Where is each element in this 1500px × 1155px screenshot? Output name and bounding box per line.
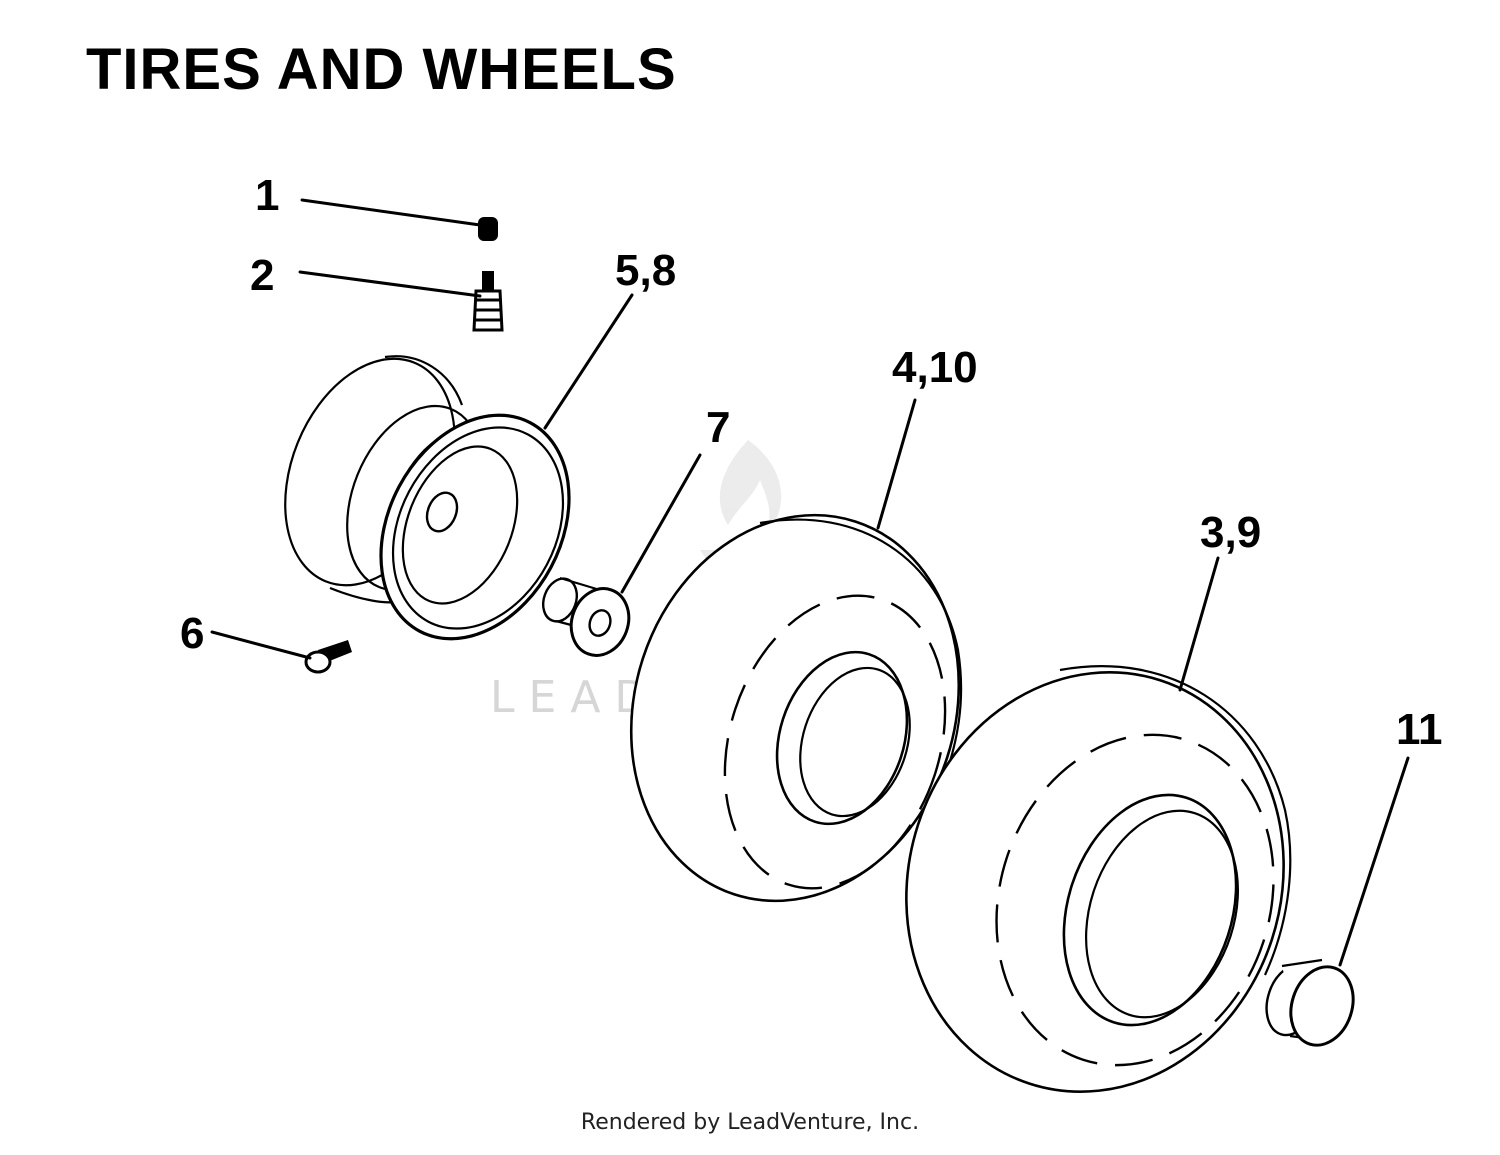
bushing-part xyxy=(541,576,631,657)
callout-4-10: 4,10 xyxy=(892,343,978,392)
leader-line-11 xyxy=(1338,756,1410,967)
rear-tire-part xyxy=(905,665,1292,1093)
leader-line-7 xyxy=(620,453,702,594)
callout-3-9: 3,9 xyxy=(1200,508,1261,557)
wheel-rim-part xyxy=(284,355,571,641)
valve-stem-part xyxy=(472,271,504,332)
page-title: TIRES AND WHEELS xyxy=(86,37,677,102)
bolt-part xyxy=(304,640,352,674)
callout-6: 6 xyxy=(180,609,204,658)
leader-line-1 xyxy=(300,198,482,227)
callout-1: 1 xyxy=(255,171,279,220)
callout-2: 2 xyxy=(250,251,274,300)
leader-line-6 xyxy=(210,630,312,660)
callout-7: 7 xyxy=(706,403,730,452)
callout-5-8: 5,8 xyxy=(615,246,676,295)
valve-cap-part xyxy=(478,217,498,241)
front-tire-part xyxy=(629,513,963,903)
callout-11: 11 xyxy=(1396,705,1443,754)
leader-line-2 xyxy=(298,270,482,298)
leader-line-4-10 xyxy=(876,398,917,530)
leader-line-5-8 xyxy=(543,293,634,430)
leader-line-3-9 xyxy=(1178,556,1220,692)
footer-credit: Rendered by LeadVenture, Inc. xyxy=(580,1110,920,1135)
hub-cap-part xyxy=(1265,958,1355,1047)
